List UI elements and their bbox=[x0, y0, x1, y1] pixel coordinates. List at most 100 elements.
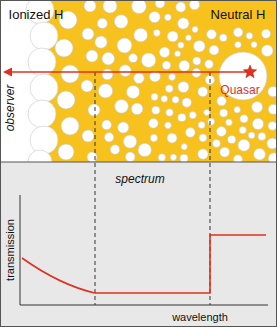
ionized-bubble bbox=[192, 26, 198, 32]
ionized-bubble bbox=[240, 115, 248, 123]
ionized-bubble bbox=[220, 109, 228, 117]
ionized-bubble bbox=[129, 54, 138, 63]
ionized-bubble bbox=[261, 29, 270, 38]
ionized-bubble bbox=[117, 38, 132, 53]
ionized-bubble bbox=[199, 134, 207, 142]
ionized-bubble bbox=[102, 69, 113, 80]
ionized-bubble bbox=[115, 99, 129, 113]
ionized-bubble bbox=[28, 100, 56, 128]
ionized-bubble bbox=[220, 147, 230, 157]
ionized-bubble bbox=[169, 74, 176, 81]
ionized-bubble bbox=[134, 73, 145, 84]
ionized-bubble bbox=[102, 52, 115, 65]
ionized-bubble bbox=[207, 29, 217, 39]
x-axis bbox=[20, 305, 268, 306]
ionized-bubble bbox=[88, 104, 100, 116]
ionized-bubble bbox=[125, 152, 135, 162]
ionized-bubble bbox=[267, 138, 277, 149]
ionized-bubble bbox=[268, 104, 277, 114]
ionized-bubble bbox=[228, 135, 236, 143]
ionized-bubble bbox=[178, 42, 184, 48]
observer-label: observer bbox=[4, 85, 17, 132]
ionized-bubble bbox=[98, 84, 112, 98]
ionized-bubble bbox=[55, 39, 73, 57]
ionized-bubble bbox=[216, 127, 226, 137]
ionized-bubble bbox=[141, 53, 156, 68]
ionized-bubble bbox=[217, 96, 226, 105]
ionized-bubble bbox=[134, 28, 148, 42]
ionized-bubble bbox=[167, 31, 178, 42]
ionized-bubble bbox=[162, 61, 171, 70]
panel-divider bbox=[0, 162, 277, 163]
ionized-bubble bbox=[61, 65, 79, 83]
axis-label: transmission bbox=[4, 219, 16, 281]
neutral-region bbox=[0, 0, 277, 162]
ionized-bubble bbox=[166, 109, 174, 117]
ionized-bubble bbox=[204, 109, 210, 115]
sightline-arrow bbox=[10, 71, 248, 73]
ionized-bubble bbox=[119, 65, 131, 77]
ionized-bubble bbox=[233, 28, 242, 37]
dashed-guide bbox=[95, 72, 96, 305]
ionized-bubble bbox=[246, 32, 253, 39]
ionized-bubble bbox=[198, 149, 208, 159]
ionized-bubble bbox=[30, 22, 58, 50]
ionized-bubble bbox=[103, 0, 117, 13]
ionized-bubble bbox=[158, 154, 165, 161]
ionized-bubble bbox=[198, 121, 205, 128]
ionized-bubble bbox=[189, 112, 196, 119]
ionized-bubble bbox=[159, 47, 169, 57]
ionized-bubble bbox=[114, 15, 128, 29]
ionized-bubble bbox=[95, 36, 107, 48]
ionized-bubble bbox=[149, 11, 160, 22]
ionized-bubble bbox=[178, 18, 189, 29]
ionized-bubble bbox=[151, 93, 158, 100]
ionized-bubble bbox=[57, 91, 75, 109]
ionized-bubble bbox=[252, 102, 263, 113]
ionized-bubble bbox=[238, 139, 250, 151]
ionized-bubble bbox=[192, 68, 201, 77]
ionized-bubble bbox=[178, 81, 189, 92]
source-label: Quasar bbox=[220, 84, 259, 97]
ionized-bubble bbox=[84, 0, 96, 12]
ionized-bubble bbox=[205, 60, 214, 69]
ionized-bubble bbox=[181, 144, 187, 150]
ionized-bubble bbox=[268, 121, 277, 130]
ionized-bubble bbox=[30, 74, 58, 102]
ionized-bubble bbox=[251, 42, 257, 48]
bubbles bbox=[26, 0, 277, 174]
ionized-bubble bbox=[152, 106, 160, 114]
ionized-bubble bbox=[239, 126, 246, 133]
ionized-bubble bbox=[179, 60, 190, 71]
spectrum-panel bbox=[0, 162, 277, 327]
ionized-bubble bbox=[164, 14, 171, 21]
ionized-bubble bbox=[131, 103, 143, 115]
ionized-bubble bbox=[61, 117, 79, 135]
ionized-bubble bbox=[110, 145, 120, 155]
ionized-bubble bbox=[226, 119, 233, 126]
ionized-bubble bbox=[268, 86, 277, 96]
ionized-bubble bbox=[165, 85, 173, 93]
ionized-bubble bbox=[118, 122, 129, 133]
ionized-bubble bbox=[104, 133, 113, 142]
ionized-bubble bbox=[172, 96, 179, 103]
ionized-bubble bbox=[138, 143, 151, 156]
ionized-bubble bbox=[178, 113, 186, 121]
ionized-bubble bbox=[155, 0, 165, 8]
ionized-bubble bbox=[102, 120, 112, 130]
panel-title: spectrum bbox=[115, 173, 164, 186]
ionized-bubble bbox=[235, 41, 242, 48]
ionized-bubble bbox=[180, 154, 188, 162]
ionized-bubble bbox=[193, 57, 201, 65]
ionized-bubble bbox=[198, 87, 208, 97]
ionized-bubble bbox=[82, 28, 94, 40]
ionized-bubble bbox=[82, 130, 94, 142]
ionized-bubble bbox=[219, 34, 227, 42]
ionized-bubble bbox=[81, 80, 93, 92]
ionized-bubble bbox=[86, 50, 98, 62]
ionized-bubble bbox=[248, 132, 255, 139]
quasar-star bbox=[243, 65, 256, 78]
ionized-bubble bbox=[182, 98, 191, 107]
